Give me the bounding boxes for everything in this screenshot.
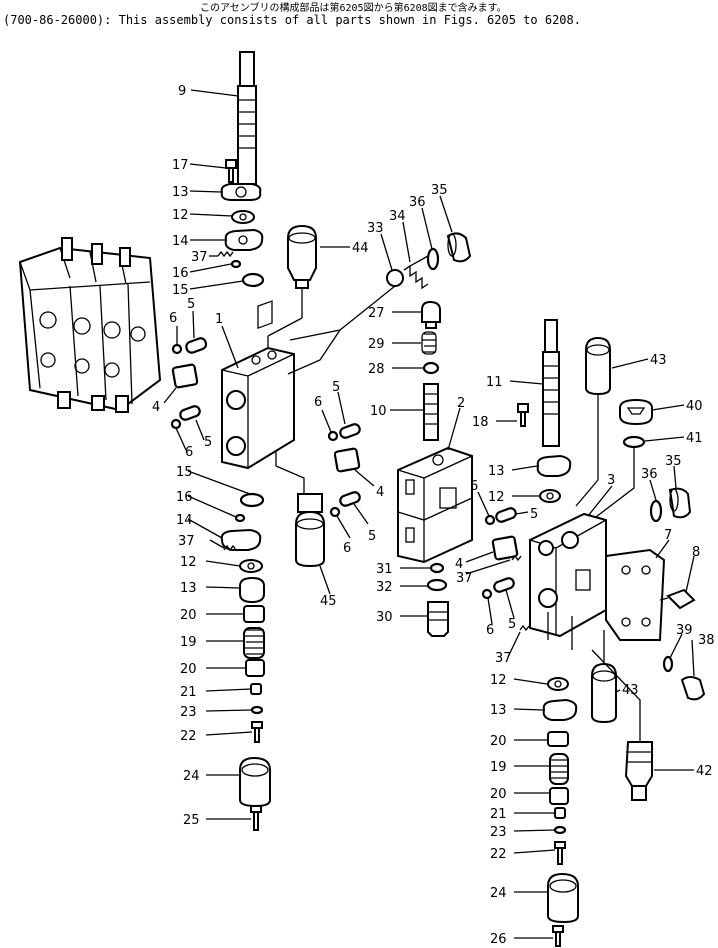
callout-16: 16 (172, 266, 189, 281)
right-valve-stack (481, 319, 706, 947)
callout-19: 19 (490, 760, 507, 775)
callout-40: 40 (686, 399, 703, 414)
callout-38: 38 (698, 633, 715, 648)
callout-7: 7 (664, 528, 672, 543)
callout-43: 43 (650, 353, 667, 368)
callout-15: 15 (176, 465, 193, 480)
callout-25: 25 (183, 813, 200, 828)
callout-21: 21 (180, 685, 197, 700)
header-english-note: (700-86-26000): This assembly consists o… (3, 13, 581, 27)
callout-35: 35 (665, 454, 682, 469)
check-valve-parts (287, 232, 472, 375)
callout-12: 12 (488, 490, 505, 505)
callout-23: 23 (180, 705, 197, 720)
callout-5: 5 (508, 617, 516, 632)
callout-20: 20 (490, 787, 507, 802)
callout-22: 22 (490, 847, 507, 862)
callout-41: 41 (686, 431, 703, 446)
leader-lines (163, 89, 695, 939)
callout-6: 6 (314, 395, 322, 410)
callout-21: 21 (490, 807, 507, 822)
callout-5: 5 (530, 507, 538, 522)
callout-4: 4 (152, 400, 160, 415)
callout-20: 20 (180, 662, 197, 677)
callout-32: 32 (376, 580, 393, 595)
callout-24: 24 (490, 886, 507, 901)
callout-17: 17 (172, 158, 189, 173)
callout-30: 30 (376, 610, 393, 625)
callout-37: 37 (456, 571, 473, 586)
callout-11: 11 (486, 375, 503, 390)
callout-12: 12 (490, 673, 507, 688)
callout-33: 33 (367, 221, 384, 236)
callout-43: 43 (622, 683, 639, 698)
callout-42: 42 (696, 764, 713, 779)
callout-9: 9 (178, 84, 186, 99)
callout-37: 37 (495, 651, 512, 666)
callout-12: 12 (180, 555, 197, 570)
spool-9-body (237, 85, 257, 185)
left-valve-stack (170, 51, 295, 831)
callout-6: 6 (470, 479, 478, 494)
callout-14: 14 (172, 234, 189, 249)
callout-13: 13 (490, 703, 507, 718)
callout-36: 36 (641, 467, 658, 482)
callout-labels: 9 17 13 12 14 37 16 15 44 33 34 36 35 6 … (152, 84, 715, 947)
callout-12: 12 (172, 208, 189, 223)
callout-6: 6 (185, 445, 193, 460)
callout-19: 19 (180, 635, 197, 650)
callout-24: 24 (183, 769, 200, 784)
callout-10: 10 (370, 404, 387, 419)
callout-23: 23 (490, 825, 507, 840)
valve-body-2 (397, 446, 473, 564)
assembly-overview-illustration (18, 237, 162, 413)
callout-37: 37 (191, 250, 208, 265)
callout-6: 6 (169, 311, 177, 326)
callout-3: 3 (607, 473, 615, 488)
callout-15: 15 (172, 283, 189, 298)
callout-6: 6 (343, 541, 351, 556)
header-japanese-note: このアセンブリの構成部品は第6205図から第6208図まで含みます。 (200, 3, 507, 14)
callout-39: 39 (676, 623, 693, 638)
callout-4: 4 (455, 557, 463, 572)
callout-14: 14 (176, 513, 193, 528)
callout-13: 13 (488, 464, 505, 479)
callout-44: 44 (352, 241, 369, 256)
callout-20: 20 (490, 734, 507, 749)
callout-16: 16 (176, 490, 193, 505)
callout-36: 36 (409, 195, 426, 210)
callout-6: 6 (486, 623, 494, 638)
callout-29: 29 (368, 337, 385, 352)
callout-31: 31 (376, 562, 393, 577)
callout-26: 26 (490, 932, 507, 947)
callout-34: 34 (389, 209, 406, 224)
middle-valve-stack (327, 300, 517, 637)
spool-9-top (239, 51, 255, 87)
callout-5: 5 (332, 380, 340, 395)
callout-27: 27 (368, 306, 385, 321)
callout-13: 13 (180, 581, 197, 596)
relief-valves-44-45 (267, 224, 325, 568)
callout-20: 20 (180, 608, 197, 623)
callout-28: 28 (368, 362, 385, 377)
callout-45: 45 (320, 594, 337, 609)
callout-35: 35 (431, 183, 448, 198)
callout-5: 5 (204, 435, 212, 450)
callout-2: 2 (457, 396, 465, 411)
callout-5: 5 (187, 297, 195, 312)
callout-37: 37 (178, 534, 195, 549)
callout-18: 18 (472, 415, 489, 430)
callout-5: 5 (368, 529, 376, 544)
callout-4: 4 (376, 485, 384, 500)
callout-13: 13 (172, 185, 189, 200)
callout-1: 1 (215, 312, 223, 327)
callout-22: 22 (180, 729, 197, 744)
callout-8: 8 (692, 545, 700, 560)
